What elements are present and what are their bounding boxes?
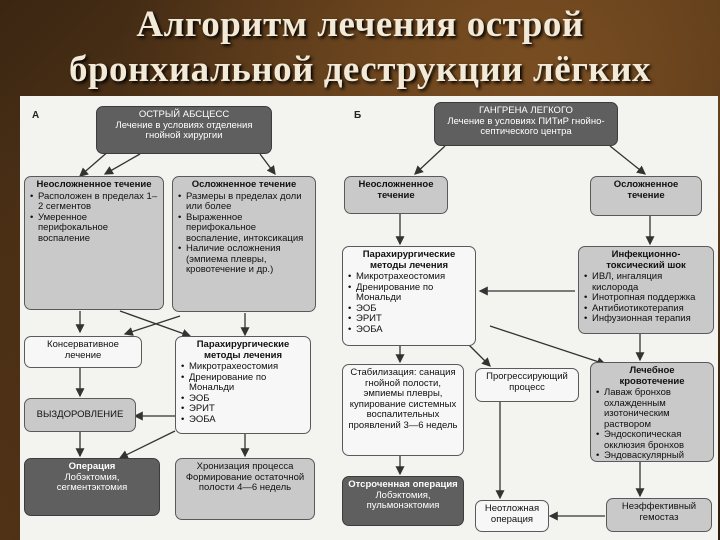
- list-item: Эндоваскулярный гемостаз: [596, 450, 708, 461]
- ineffective-hemostasis-box: Неэффективный гемостаз: [606, 498, 712, 532]
- chronic-process-box: Хронизация процесса Формирование остаточ…: [175, 458, 315, 520]
- gangrene-heading: ГАНГРЕНА ЛЕГКОГО: [479, 105, 573, 116]
- gangrene-parasurgical-box: Парахирургические методы лечения Микротр…: [342, 246, 476, 346]
- gangrene-parasurgical-list: Микротрахеостомия Дренирование по Мональ…: [348, 271, 470, 336]
- therapeutic-bleeding-box: Лечебное кровотечение Лаваж бронхов охла…: [590, 362, 714, 462]
- list-item: ЭОБ: [181, 393, 305, 405]
- arrow-para-operation: [118, 430, 176, 459]
- list-item: Микротрахеостомия: [181, 361, 305, 373]
- list-item: Антибиотикотерапия: [584, 303, 708, 315]
- abscess-uncomplicated-box: Неосложненное течение Расположен в преде…: [24, 176, 164, 310]
- progressive-process-label: Прогрессирующий процесс: [486, 371, 568, 393]
- abscess-complicated-list: Размеры в пределах доли или более Выраже…: [178, 191, 310, 276]
- recovery-box: ВЫЗДОРОВЛЕНИЕ: [24, 398, 136, 432]
- list-item: Дренирование по Мональди: [348, 282, 470, 304]
- list-item: Инфузионная терапия: [584, 313, 708, 325]
- abscess-operation-text: Лобэктомия, сегментэктомия: [56, 471, 128, 493]
- list-item: Дренирование по Мональди: [181, 372, 305, 394]
- list-item: ЭРИТ: [348, 313, 470, 325]
- therapeutic-bleeding-list: Лаваж бронхов охлажденным изотоническим …: [596, 387, 708, 461]
- urgent-operation-label: Неотложная операция: [484, 503, 540, 525]
- acute-abscess-heading: ОСТРЫЙ АБСЦЕСС: [138, 109, 230, 120]
- gangrene-complicated-box: Осложненное течение: [590, 176, 702, 216]
- list-item: Лаваж бронхов охлажденным изотоническим …: [596, 387, 708, 430]
- chronic-process-text: Хронизация процесса Формирование остаточ…: [185, 461, 305, 493]
- list-item: Эндоскопическая окклюзия бронхов: [596, 429, 708, 451]
- abscess-uncomplicated-list: Расположен в пределах 1–2 сегментов Умер…: [30, 191, 158, 245]
- stabilization-text: Стабилизация: санация гнойной полости, э…: [348, 367, 458, 431]
- list-item: Выраженное перифокальное воспаление, инт…: [178, 212, 310, 245]
- recovery-label: ВЫЗДОРОВЛЕНИЕ: [36, 409, 124, 420]
- list-item: Микротрахеостомия: [348, 271, 470, 283]
- arrow-abscess-complicated: [259, 153, 276, 176]
- arrow-complicated-conservative: [123, 315, 181, 336]
- list-item: Размеры в пределах доли или более: [178, 191, 310, 213]
- list-item: Умеренное перифокальное воспаление: [30, 212, 158, 245]
- panel-a-letter: А: [32, 110, 40, 121]
- abscess-parasurgical-box: Парахирургические методы лечения Микротр…: [175, 336, 311, 434]
- abscess-complicated-box: Осложненное течение Размеры в пределах д…: [172, 176, 316, 312]
- arrow-gangrene-uncomplicated: [414, 145, 446, 175]
- list-item: Расположен в пределах 1–2 сегментов: [30, 191, 158, 213]
- stabilization-box: Стабилизация: санация гнойной полости, э…: [342, 364, 464, 456]
- conservative-treatment-label: Консервативное лечение: [47, 339, 119, 361]
- panel-b-letter: Б: [354, 110, 362, 121]
- gangrene-uncomplicated-label: Неосложненное течение: [358, 179, 434, 201]
- arrow-para-bleeding: [489, 325, 607, 366]
- list-item: Наличие осложнения (эмпиема плевры, кров…: [178, 243, 310, 276]
- acute-abscess-box: ОСТРЫЙ АБСЦЕСС Лечение в условиях отделе…: [96, 106, 272, 154]
- septic-shock-list: ИВЛ, ингаляция кислорода Инотропная подд…: [584, 271, 708, 325]
- slide-title: Алгоритм лечения острой бронхиальной дес…: [0, 2, 720, 92]
- diagram-panel: А ОСТРЫЙ АБСЦЕСС Лечение в условиях отде…: [20, 96, 718, 540]
- abscess-uncomplicated-heading: Неосложненное течение: [36, 179, 152, 190]
- delayed-operation-box: Отсроченная операция Лобэктомия, пульмон…: [342, 476, 464, 526]
- septic-shock-box: Инфекционно-токсический шок ИВЛ, ингаляц…: [578, 246, 714, 334]
- abscess-operation-box: Операция Лобэктомия, сегментэктомия: [24, 458, 160, 516]
- abscess-parasurgical-heading: Парахирургические методы лечения: [196, 339, 290, 361]
- therapeutic-bleeding-heading: Лечебное кровотечение: [619, 365, 685, 387]
- gangrene-uncomplicated-box: Неосложненное течение: [344, 176, 448, 214]
- conservative-treatment-box: Консервативное лечение: [24, 336, 142, 368]
- gangrene-parasurgical-heading: Парахирургические методы лечения: [362, 249, 456, 271]
- progressive-process-box: Прогрессирующий процесс: [475, 368, 579, 402]
- title-line-1: Алгоритм лечения острой: [136, 4, 584, 45]
- ineffective-hemostasis-label: Неэффективный гемостаз: [621, 501, 697, 523]
- list-item: ЭОБ: [348, 303, 470, 315]
- arrow-abscess-uncomplicated: [103, 153, 141, 175]
- delayed-operation-text: Лобэктомия, пульмонэктомия: [366, 489, 440, 511]
- gangrene-complicated-label: Осложненное течение: [613, 179, 679, 201]
- abscess-parasurgical-list: Микротрахеостомия Дренирование по Мональ…: [181, 361, 305, 426]
- title-line-2: бронхиальной деструкции лёгких: [68, 49, 652, 90]
- abscess-complicated-heading: Осложненное течение: [191, 179, 297, 190]
- acute-abscess-text: Лечение в условиях отделения гнойной хир…: [115, 119, 253, 141]
- abscess-operation-heading: Операция: [68, 461, 116, 472]
- list-item: ЭОБА: [348, 324, 470, 336]
- gangrene-box: ГАНГРЕНА ЛЕГКОГО Лечение в условиях ПИТи…: [434, 102, 618, 146]
- septic-shock-heading: Инфекционно-токсический шок: [606, 249, 686, 271]
- list-item: Инотропная поддержка: [584, 292, 708, 304]
- urgent-operation-box: Неотложная операция: [475, 500, 549, 532]
- list-item: ЭРИТ: [181, 403, 305, 415]
- list-item: ИВЛ, ингаляция кислорода: [584, 271, 708, 293]
- delayed-operation-heading: Отсроченная операция: [348, 479, 458, 490]
- gangrene-text: Лечение в условиях ПИТиР гнойно-септичес…: [447, 115, 605, 137]
- arrow-gangrene-complicated: [609, 145, 647, 175]
- list-item: ЭОБА: [181, 414, 305, 426]
